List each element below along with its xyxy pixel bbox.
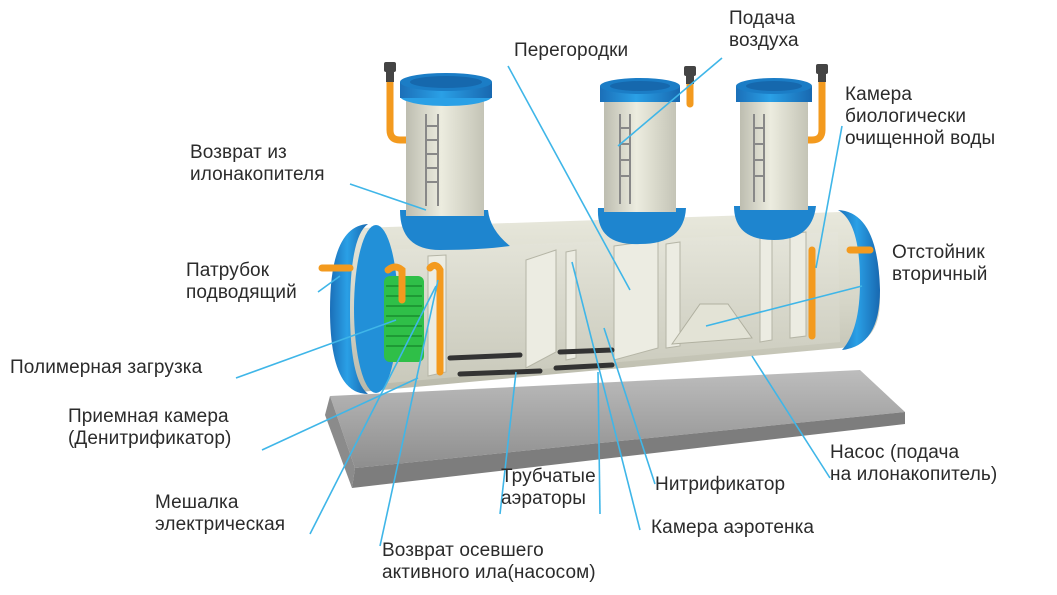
shaft-right: [734, 78, 816, 240]
label-return-settled-sludge: Возврат осевшего активного ила(насосом): [382, 540, 596, 583]
leader-lines: [235, 57, 863, 547]
label-nitrifier: Нитрификатор: [655, 474, 786, 495]
concrete-base: [325, 370, 905, 488]
shaft-left: [400, 73, 510, 250]
label-return-from-sludge: Возврат из илонакопителя: [190, 142, 325, 185]
vent-caps: [384, 62, 828, 84]
label-receiving-chamber: Приемная камера (Денитрификатор): [68, 406, 232, 449]
aerator-tubes: [447, 347, 615, 377]
label-secondary-settler: Отстойник вторичный: [892, 242, 988, 285]
label-aeration-chamber: Камера аэротенка: [651, 517, 815, 538]
tank-body: [330, 210, 880, 394]
label-pump: Насос (подача на илонакопитель): [830, 442, 998, 485]
label-treated-water-chamber: Камера биологически очищенной воды: [845, 84, 996, 149]
label-polymer-media: Полимерная загрузка: [10, 357, 203, 378]
orange-pipes: [318, 72, 874, 376]
label-partitions: Перегородки: [514, 40, 629, 61]
label-inlet-pipe: Патрубок подводящий: [186, 260, 297, 303]
polymer-media: [384, 276, 424, 362]
shaft-middle: [597, 78, 686, 245]
label-tube-aerators: Трубчатые аэраторы: [501, 466, 596, 509]
label-electric-mixer: Мешалка электрическая: [155, 492, 286, 535]
label-air-supply: Подача воздуха: [729, 8, 799, 51]
